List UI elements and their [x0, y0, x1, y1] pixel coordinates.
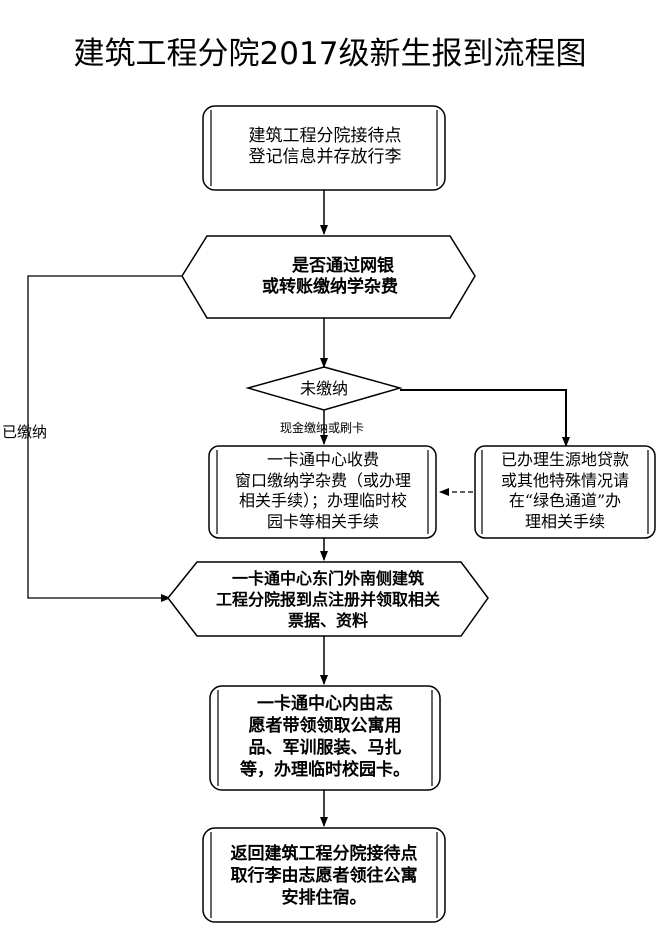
step-6-text: 一卡通中心东门外南侧建筑 工程分院报到点注册并领取相关 票据、资料 — [188, 568, 468, 631]
step-4-line-3: 相关手续）；办理临时校 — [238, 491, 407, 510]
step-7-line-2: 愿者带领领取公寓用 — [248, 716, 402, 736]
paid-label: 已缴纳 — [2, 423, 48, 441]
step-2-text: 是否通过网银 或转账缴纳学杂费 — [220, 256, 440, 298]
step-6-line-2: 工程分院报到点注册并领取相关 — [215, 590, 440, 609]
step-box-8 — [202, 827, 446, 923]
step-6-line-3: 票据、资料 — [287, 611, 368, 630]
step-5-line-3: 在“绿色通道”办 — [508, 491, 622, 510]
step-8-text: 返回建筑工程分院接待点 取行李由志愿者领往公寓 安排住宿。 — [213, 843, 435, 909]
page-title: 建筑工程分院2017级新生报到流程图 — [73, 36, 587, 72]
arrow-3-5 — [400, 389, 570, 447]
decision-unpaid-label: 未缴纳 — [299, 379, 348, 398]
step-4-line-4: 园卡等相关手续 — [266, 511, 379, 531]
step-2-line-1: 是否通过网银 — [292, 256, 394, 276]
step-7-line-1: 一卡通中心内由志 — [257, 694, 393, 714]
step-1-line-1: 建筑工程分院接待点 — [248, 126, 402, 146]
step-box-4 — [208, 445, 437, 539]
step-7-line-3: 品、军训服装、马扎 — [248, 738, 402, 758]
step-8-line-2: 取行李由志愿者领往公寓 — [230, 866, 418, 886]
step-5-line-1: 已办理生源地贷款 — [500, 450, 629, 469]
step-8-line-3: 安排住宿。 — [281, 888, 367, 908]
step-7-line-4: 等，办理临时校园卡。 — [240, 760, 410, 780]
step-5-text: 已办理生源地贷款 或其他特殊情况请 在“绿色通道”办 理相关手续 — [483, 450, 647, 532]
step-5-line-2: 或其他特殊情况请 — [500, 470, 629, 490]
step-2-line-2: 或转账缴纳学杂费 — [262, 277, 398, 297]
step-4-line-2: 窗口缴纳学杂费（或办理 — [234, 470, 411, 490]
step-4-line-1: 一卡通中心收费 — [266, 450, 379, 469]
cash-payment-label: 现金缴纳或刷卡 — [280, 421, 365, 435]
step-1-line-2: 登记信息并存放行李 — [248, 147, 402, 167]
step-1-text: 建筑工程分院接待点 登记信息并存放行李 — [215, 126, 435, 168]
step-5-line-4: 理相关手续 — [524, 511, 605, 531]
step-7-text: 一卡通中心内由志 愿者带领领取公寓用 品、军训服装、马扎 等，办理临时校园卡。 — [220, 693, 430, 781]
step-box-5 — [474, 445, 656, 539]
step-8-line-1: 返回建筑工程分院接待点 — [230, 844, 418, 864]
step-box-7 — [209, 685, 441, 791]
step-box-2 — [181, 235, 476, 319]
arrow-2-6-paid — [27, 275, 182, 602]
step-4-text: 一卡通中心收费 窗口缴纳学杂费（或办理 相关手续）；办理临时校 园卡等相关手续 — [219, 450, 427, 532]
step-6-line-1: 一卡通中心东门外南侧建筑 — [231, 569, 424, 588]
step-box-6 — [167, 561, 489, 637]
